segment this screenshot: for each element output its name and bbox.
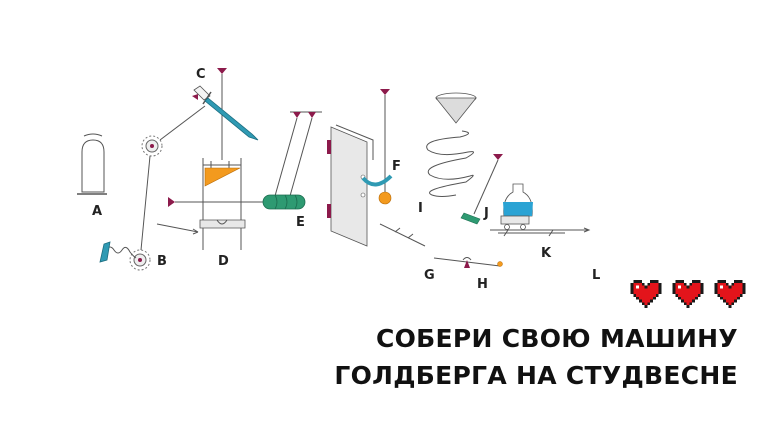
headline-line-2: ГОЛДБЕРГА НА СТУДВЕСНЕ bbox=[334, 361, 738, 390]
part-j-hammer: J bbox=[460, 154, 503, 225]
label-h: H bbox=[477, 277, 488, 292]
label-j: J bbox=[483, 206, 489, 221]
door bbox=[327, 124, 374, 247]
label-b: B bbox=[157, 254, 167, 269]
lives-hearts bbox=[630, 280, 746, 308]
part-a-arch: A bbox=[77, 133, 107, 219]
label-l: L bbox=[592, 268, 600, 283]
part-k-flask-cart: K bbox=[490, 183, 591, 261]
heart-icon bbox=[630, 280, 662, 308]
part-d-guillotine: D bbox=[156, 158, 265, 269]
label-c: C bbox=[196, 67, 206, 82]
part-h-lever: H bbox=[433, 257, 503, 292]
part-i-funnel-spiral: I bbox=[418, 92, 477, 216]
part-g-ramp: G bbox=[379, 223, 435, 283]
headline: СОБЕРИ СВОЮ МАШИНУ ГОЛДБЕРГА НА СТУДВЕСН… bbox=[334, 320, 738, 394]
part-b-pulleys: B bbox=[99, 105, 206, 271]
heart-icon bbox=[714, 280, 746, 308]
label-a: A bbox=[92, 204, 102, 219]
label-d: D bbox=[218, 254, 229, 269]
part-e-roller: E bbox=[262, 111, 322, 230]
label-i: I bbox=[418, 201, 423, 216]
part-f-pendulum: F bbox=[361, 89, 401, 205]
label-k: K bbox=[541, 246, 552, 261]
label-e: E bbox=[296, 215, 305, 230]
headline-line-1: СОБЕРИ СВОЮ МАШИНУ bbox=[375, 324, 738, 353]
label-g: G bbox=[424, 268, 435, 283]
heart-icon bbox=[672, 280, 704, 308]
part-c-sword: C bbox=[192, 67, 259, 160]
label-f: F bbox=[392, 159, 401, 174]
